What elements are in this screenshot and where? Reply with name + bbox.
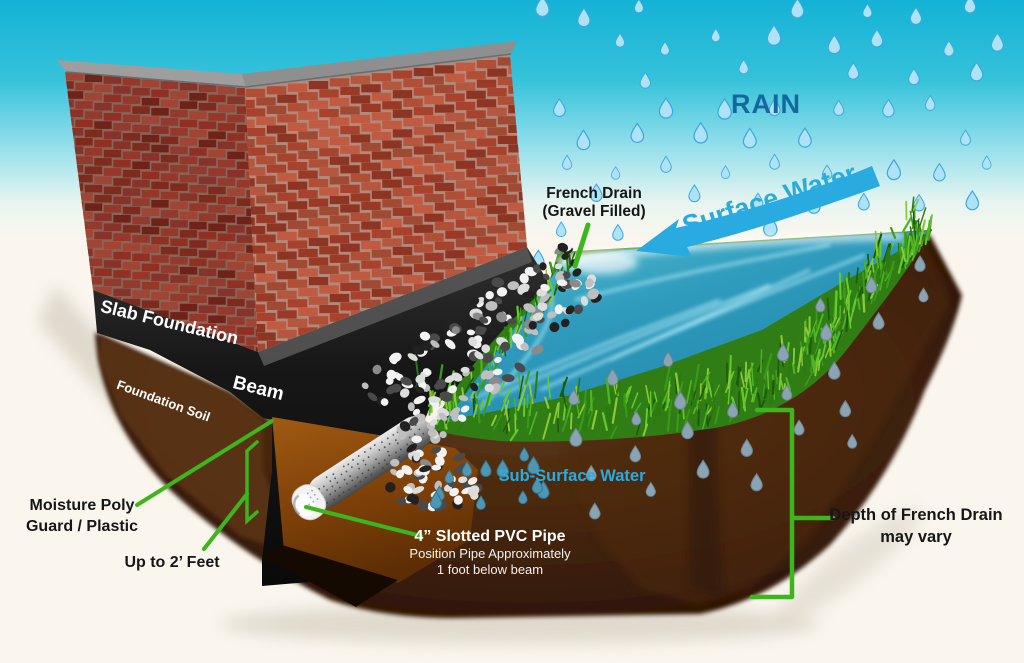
pipe-label-line2: Position Pipe Approximately [409, 546, 571, 561]
rain-label: RAIN [731, 89, 801, 119]
foundation-black [93, 247, 558, 586]
moisture-label-line2: Guard / Plastic [26, 518, 138, 535]
wall-cap-edge [65, 53, 512, 88]
up-to-feet-pointer-line [202, 492, 249, 551]
up-to-feet-label: Up to 2’ Feet [124, 554, 220, 571]
gravel-lower [385, 446, 483, 512]
moisture-pointer-line [135, 419, 274, 507]
trench-lip [262, 545, 398, 607]
pipe-label-line1: 4” Slotted PVC Pipe [414, 528, 565, 545]
sub-surface-water-label: Sub-Surface Water [498, 467, 646, 485]
french-drain-label-line1: French Drain [546, 185, 642, 202]
moisture-label-line1: Moisture Poly [30, 497, 135, 514]
two-feet-bracket [245, 440, 259, 525]
slab-edge-highlight [258, 247, 532, 366]
french-drain-pointer-line [572, 222, 591, 269]
french-drain-label-line2: (Gravel Filled) [542, 203, 645, 220]
depth-label-line2: may vary [880, 528, 952, 546]
water-foam-patch [562, 250, 638, 274]
wall-cap-right [242, 41, 517, 87]
gravel-upper [361, 242, 602, 453]
wall-cap-left [57, 60, 246, 87]
depth-bracket [749, 407, 836, 600]
leader-lines [135, 222, 836, 600]
pipe-pointer-line [304, 505, 423, 538]
pipe-label-line3: 1 foot below beam [437, 562, 543, 577]
trench-floor [272, 417, 478, 583]
surface-water-arrow [636, 166, 880, 257]
depth-label-line1: Depth of French Drain [829, 506, 1002, 524]
ground-shadow-right [778, 507, 922, 623]
